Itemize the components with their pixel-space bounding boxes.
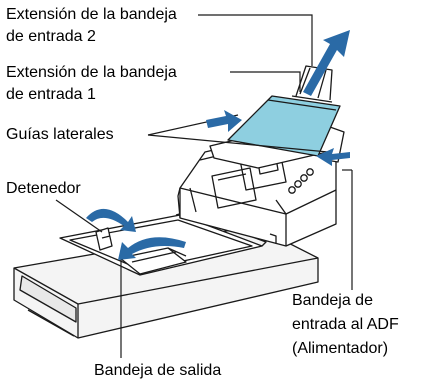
stopper-shape <box>95 227 113 251</box>
leader-lines <box>55 14 353 358</box>
label-adf-tray-line3: (Alimentador) <box>292 340 389 357</box>
label-ext-tray-2-line2: de entrada 2 <box>6 28 96 45</box>
label-output-tray: Bandeja de salida <box>94 362 222 379</box>
label-ext-tray-2-line1: Extensión de la bandeja <box>6 6 177 23</box>
arrow-stopper-rotate <box>86 208 136 232</box>
arrow-guide-left <box>206 110 242 132</box>
label-side-guides: Guías laterales <box>6 126 114 143</box>
leader-ext-tray-1 <box>230 71 301 92</box>
label-stopper: Detenedor <box>6 180 81 197</box>
label-ext-tray-1-line2: de entrada 1 <box>6 86 96 103</box>
arrow-guide-right <box>316 148 350 166</box>
leader-stopper <box>55 199 103 233</box>
label-ext-tray-1-line1: Extensión de la bandeja <box>6 64 177 81</box>
paper-stack <box>227 95 341 157</box>
arrow-output-rotate <box>118 237 186 260</box>
arrow-extension-up <box>303 30 350 96</box>
leader-ext-tray-2 <box>198 14 313 66</box>
leader-side-guide-right <box>147 134 329 153</box>
label-adf-tray-line2: entrada al ADF <box>292 316 399 333</box>
label-adf-tray-line1: Bandeja de <box>292 292 373 309</box>
arrows <box>86 30 350 260</box>
output-tray-shape <box>119 247 187 275</box>
